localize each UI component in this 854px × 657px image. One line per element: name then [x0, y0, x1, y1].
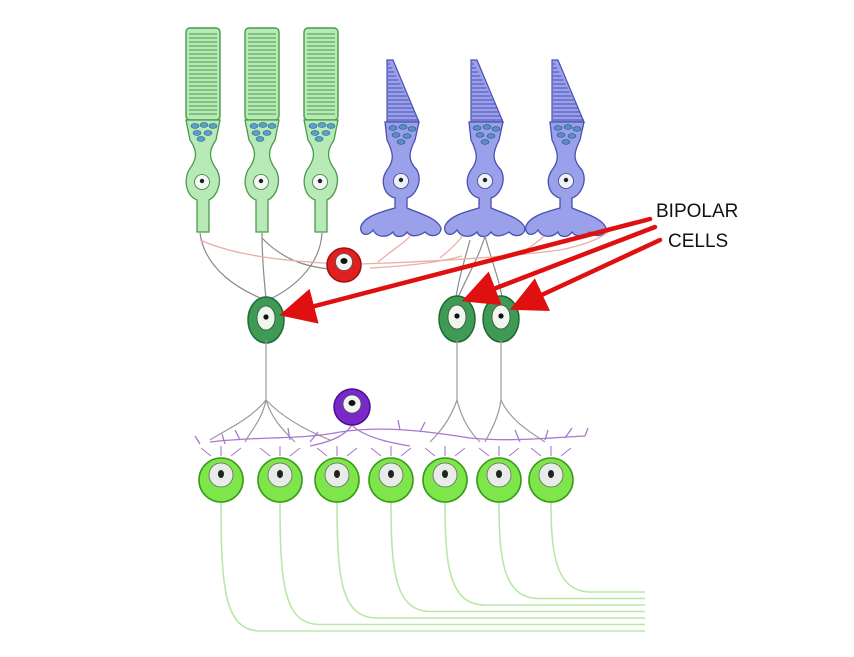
- cone-cell: [525, 59, 607, 238]
- arrow: [461, 224, 658, 306]
- bipolar-cell: [482, 295, 520, 343]
- horizontal-cell: [326, 247, 362, 283]
- amacrine-cell: [333, 388, 371, 426]
- rod-cells: [185, 27, 339, 233]
- ganglion-cell: [314, 457, 360, 503]
- cone-cell: [360, 59, 442, 238]
- bipolar-cells: [247, 295, 520, 344]
- ganglion-axon: [444, 501, 645, 606]
- horizontal-cell-processes: [199, 231, 609, 269]
- cone-cell: [444, 59, 526, 238]
- ganglion-axon: [498, 501, 645, 600]
- rod-cell: [303, 27, 339, 233]
- ganglion-cell: [476, 457, 522, 503]
- ganglion-cell: [368, 457, 414, 503]
- ganglion-axon: [220, 501, 645, 632]
- label-arrows: [279, 216, 663, 324]
- bipolar-axons: [209, 340, 546, 443]
- bipolar-cell: [438, 295, 476, 343]
- ganglion-cell: [257, 457, 303, 503]
- label-line-2: CELLS: [668, 231, 728, 252]
- ganglion-axon: [279, 501, 645, 626]
- ganglion-axons: [220, 501, 645, 632]
- ganglion-axon: [390, 501, 645, 613]
- arrow: [279, 216, 653, 324]
- ganglion-cell: [528, 457, 574, 503]
- ganglion-axon: [550, 501, 645, 593]
- cone-cells: [360, 59, 607, 238]
- ganglion-cells: [198, 446, 574, 503]
- rod-cell: [244, 27, 280, 233]
- amacrine-processes: [194, 419, 589, 447]
- ganglion-cell: [422, 457, 468, 503]
- ganglion-cell: [198, 457, 244, 503]
- ganglion-axon: [336, 501, 645, 619]
- bipolar-cell: [247, 296, 285, 344]
- arrow: [509, 237, 663, 311]
- label-line-1: BIPOLAR: [656, 201, 738, 222]
- rod-cell: [185, 27, 221, 233]
